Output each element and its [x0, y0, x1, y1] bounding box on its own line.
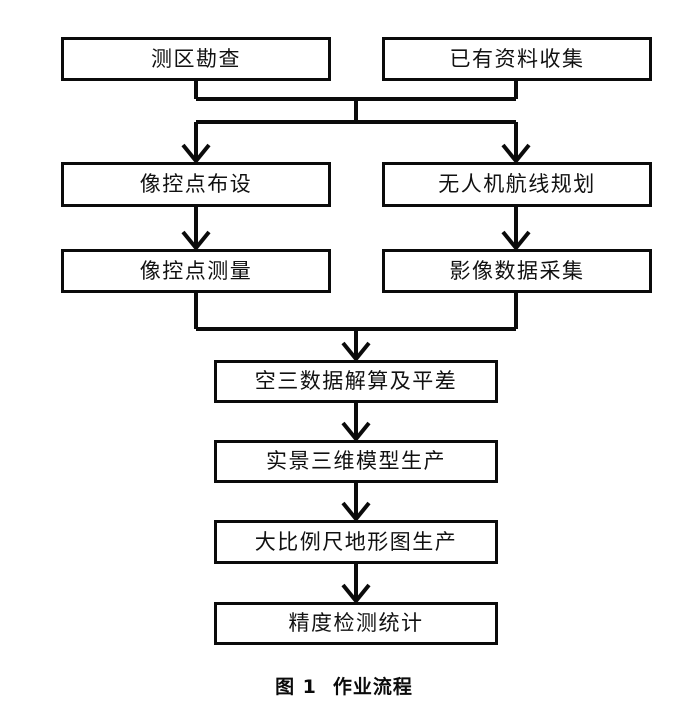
arrowhead-gcp-layout: [181, 143, 211, 165]
node-aerial-label: 空三数据解算及平差: [254, 369, 458, 393]
figure-caption-title: 作业流程: [332, 676, 413, 698]
node-aerial-triangulation[interactable]: 空三数据解算及平差: [214, 360, 498, 403]
arrowhead-uav-route: [501, 143, 531, 165]
node-img-acq-label: 影像数据采集: [449, 258, 585, 283]
arrowhead-model3d: [341, 421, 371, 443]
node-topomap-label: 大比例尺地形图生产: [254, 529, 458, 554]
node-image-acquisition[interactable]: 影像数据采集: [382, 249, 652, 293]
node-gcp-measurement[interactable]: 像控点测量: [61, 249, 331, 293]
arrowhead-accuracy: [341, 583, 371, 605]
node-gcp-layout-label: 像控点布设: [139, 172, 253, 196]
node-accuracy-statistics[interactable]: 精度检测统计: [214, 602, 498, 645]
node-gcp-layout[interactable]: 像控点布设: [61, 162, 331, 207]
arrowhead-img-acq: [501, 230, 531, 252]
edge-split-row2: [194, 120, 518, 160]
node-gcp-measure-label: 像控点测量: [139, 258, 253, 283]
figure-caption: 图 1 作业流程: [0, 672, 688, 699]
node-uav-route-planning[interactable]: 无人机航线规划: [382, 162, 652, 207]
arrowhead-gcp-measure: [181, 230, 211, 252]
node-model3d-label: 实景三维模型生产: [266, 449, 446, 473]
edge-row3-merge: [194, 293, 518, 358]
figure-caption-prefix: 图 1: [275, 676, 317, 698]
arrowhead-topomap: [341, 501, 371, 523]
node-survey-label: 测区勘查: [151, 46, 241, 71]
node-survey[interactable]: 测区勘查: [61, 37, 331, 81]
node-accuracy-label: 精度检测统计: [288, 611, 424, 635]
node-topographic-map-production[interactable]: 大比例尺地形图生产: [214, 520, 498, 564]
arrowhead-aerial: [341, 341, 371, 363]
node-existing-data-collection[interactable]: 已有资料收集: [382, 37, 652, 81]
node-3d-model-production[interactable]: 实景三维模型生产: [214, 440, 498, 483]
edge-row1-merge: [194, 81, 518, 122]
node-collect-label: 已有资料收集: [449, 46, 585, 71]
node-uav-route-label: 无人机航线规划: [438, 172, 596, 196]
